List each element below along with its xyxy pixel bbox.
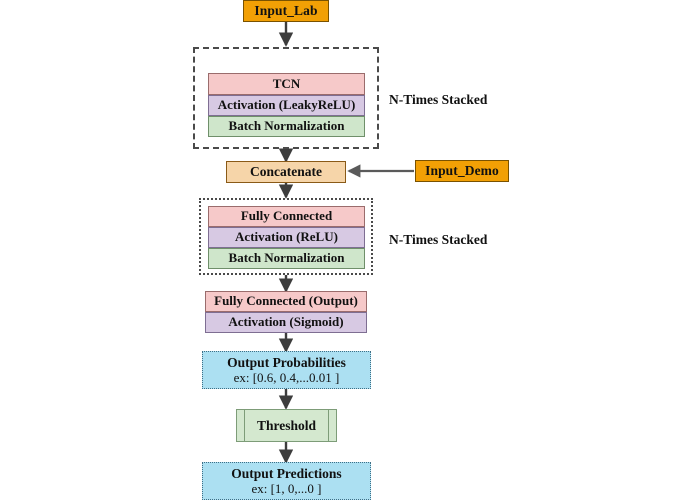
- node-input-lab[interactable]: Input_Lab: [243, 0, 329, 22]
- group-fc-stack: [199, 198, 373, 275]
- node-fc-batchnorm[interactable]: Batch Normalization: [208, 248, 365, 269]
- node-fc-activation[interactable]: Activation (ReLU): [208, 227, 365, 248]
- threshold-right-bar: [328, 410, 329, 441]
- node-output-probabilities-example: ex: [0.6, 0.4,...0.01 ]: [233, 369, 340, 385]
- node-tcn-activation-label: Activation (LeakyReLU): [217, 97, 356, 113]
- node-fc-activation-label: Activation (ReLU): [235, 229, 338, 245]
- node-threshold[interactable]: Threshold: [236, 409, 337, 442]
- node-threshold-label: Threshold: [256, 417, 317, 433]
- node-output-predictions-example: ex: [1, 0,...0 ]: [251, 480, 322, 496]
- node-sigmoid-activation-label: Activation (Sigmoid): [228, 314, 344, 330]
- node-fully-connected[interactable]: Fully Connected: [208, 206, 365, 227]
- node-concatenate[interactable]: Concatenate: [226, 161, 346, 183]
- node-input-demo-label: Input_Demo: [425, 163, 499, 179]
- node-tcn-label: TCN: [272, 75, 301, 91]
- node-output-probabilities[interactable]: Output Probabilities ex: [0.6, 0.4,...0.…: [202, 351, 371, 389]
- node-tcn[interactable]: TCN: [208, 73, 365, 95]
- node-concatenate-label: Concatenate: [250, 164, 322, 180]
- node-fc-batchnorm-label: Batch Normalization: [228, 250, 345, 266]
- node-fully-connected-label: Fully Connected: [240, 208, 333, 224]
- node-fully-connected-output[interactable]: Fully Connected (Output): [205, 291, 367, 312]
- node-output-predictions-label: Output Predictions: [231, 465, 342, 481]
- node-sigmoid-activation[interactable]: Activation (Sigmoid): [205, 312, 367, 333]
- node-output-probabilities-label: Output Probabilities: [227, 354, 346, 370]
- node-input-lab-label: Input_Lab: [254, 3, 318, 19]
- node-tcn-batchnorm[interactable]: Batch Normalization: [208, 116, 365, 137]
- threshold-left-bar: [244, 410, 245, 441]
- group-tcn-stack: [193, 47, 379, 149]
- annotation-stacked-tcn: N-Times Stacked: [389, 92, 488, 107]
- node-input-demo[interactable]: Input_Demo: [415, 160, 509, 182]
- node-output-predictions[interactable]: Output Predictions ex: [1, 0,...0 ]: [202, 462, 371, 500]
- annotation-stacked-fc: N-Times Stacked: [389, 232, 488, 247]
- node-tcn-activation[interactable]: Activation (LeakyReLU): [208, 95, 365, 116]
- node-fully-connected-output-label: Fully Connected (Output): [214, 293, 358, 309]
- node-tcn-batchnorm-label: Batch Normalization: [228, 118, 345, 134]
